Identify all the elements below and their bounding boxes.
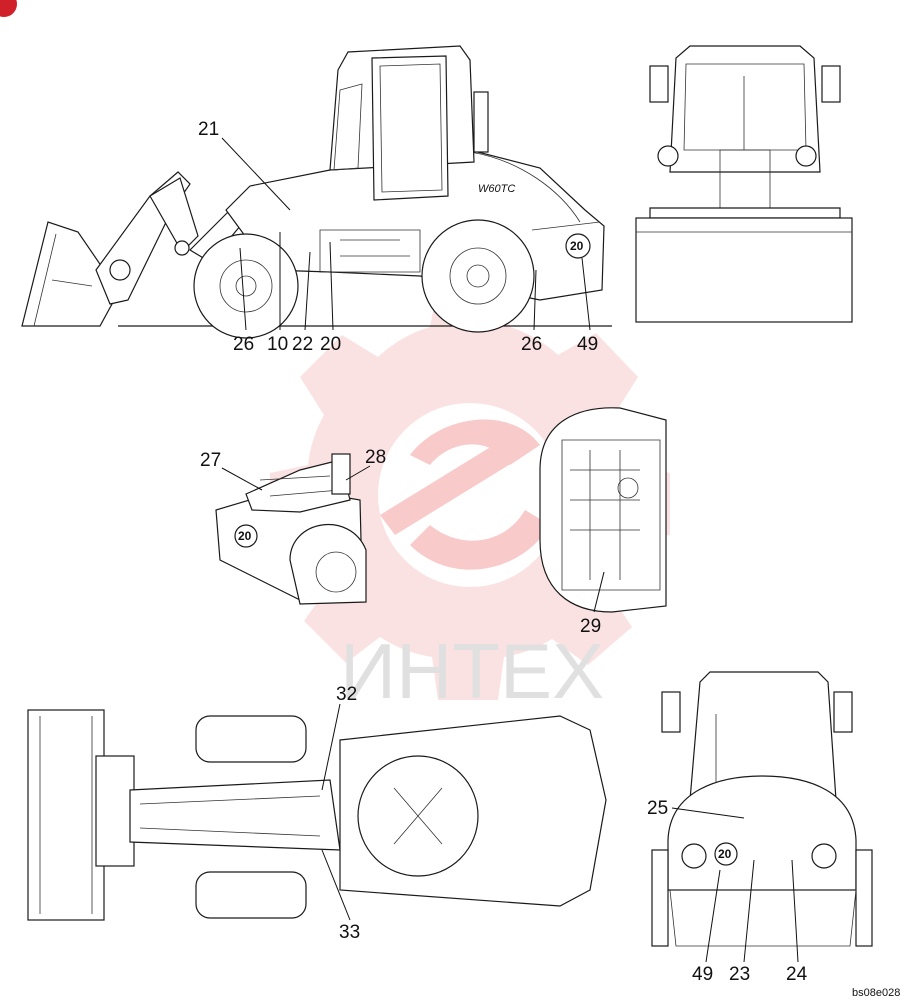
svg-text:20: 20 bbox=[238, 529, 252, 543]
engine-rear-detail bbox=[539, 407, 667, 613]
callout-28: 28 bbox=[365, 447, 386, 468]
callout-10: 10 bbox=[267, 334, 288, 355]
callout-25: 25 bbox=[647, 798, 668, 819]
callout-22: 22 bbox=[292, 334, 313, 355]
callout-24: 24 bbox=[786, 964, 808, 985]
callout-32: 32 bbox=[336, 684, 357, 705]
svg-text:20: 20 bbox=[570, 239, 584, 253]
engine-side-detail: 20 bbox=[215, 453, 371, 605]
callout-29: 29 bbox=[580, 616, 601, 637]
callout-21: 21 bbox=[198, 119, 219, 140]
top-view bbox=[27, 703, 607, 921]
callout-33: 33 bbox=[339, 922, 360, 943]
figure-code: bs08e028 bbox=[852, 987, 900, 999]
callout-26: 26 bbox=[233, 334, 254, 355]
callout-49: 49 bbox=[577, 334, 598, 355]
callout-49: 49 bbox=[692, 964, 713, 985]
watermark-text: ИНТЕХ bbox=[340, 627, 604, 715]
callout-26: 26 bbox=[521, 334, 542, 355]
badge-20-icon bbox=[565, 233, 591, 259]
callout-23: 23 bbox=[729, 964, 750, 985]
watermark-logo: ИНТЕХ bbox=[270, 285, 670, 715]
corner-marker-icon bbox=[0, 0, 17, 17]
model-label: W60TC bbox=[478, 183, 515, 195]
callout-27: 27 bbox=[200, 450, 221, 471]
callout-20: 20 bbox=[320, 334, 341, 355]
badge-20-icon bbox=[714, 842, 738, 866]
svg-text:20: 20 bbox=[718, 847, 732, 861]
side-view: W60TC 20 bbox=[21, 45, 612, 339]
rear-view: 20 bbox=[651, 671, 873, 963]
front-view bbox=[635, 45, 853, 323]
badge-20-icon bbox=[234, 524, 258, 548]
